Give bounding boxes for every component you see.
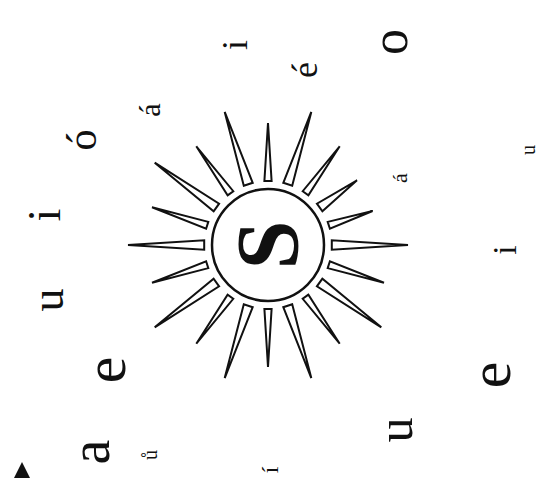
sun-ray <box>152 207 208 228</box>
vowel-letter: u <box>370 418 420 443</box>
vowel-letter: í <box>258 467 282 474</box>
sun-ray <box>317 180 357 211</box>
sun-ray <box>225 112 253 186</box>
vowel-letter: é <box>287 62 323 78</box>
vowel-letter: á <box>135 103 165 116</box>
vowel-letter: i <box>217 40 253 50</box>
vowel-letter: i <box>488 245 522 254</box>
center-letter: S <box>224 221 312 270</box>
vowel-letter: u <box>25 289 71 312</box>
sun-ray <box>196 146 233 195</box>
sun-ray <box>283 304 311 378</box>
sun-ray <box>328 261 384 282</box>
vowel-letter: e <box>75 357 135 384</box>
sun-ray <box>283 112 311 186</box>
sun-ray <box>328 211 373 229</box>
vowel-letter: a <box>62 440 118 465</box>
sun-ray <box>264 309 271 367</box>
vowel-letter: á <box>389 173 411 183</box>
vowel-letter: i <box>22 209 68 222</box>
center-circle: S <box>210 187 326 303</box>
sun-ray <box>303 295 340 344</box>
sun-ray <box>264 123 271 181</box>
sun-ray <box>128 240 204 249</box>
sun-ray <box>152 261 208 282</box>
circle-shape <box>212 189 324 301</box>
sun-ray <box>303 146 340 195</box>
sun-ray <box>155 163 219 212</box>
triangle-marker <box>14 462 30 478</box>
sun-ray <box>155 279 219 328</box>
vowel-letter: u <box>518 145 538 155</box>
vowel-letter: ů <box>140 450 160 460</box>
sun-ray <box>317 279 381 328</box>
sun-ray <box>332 240 408 249</box>
vowel-letter: e <box>460 362 520 389</box>
vowel-letter: o <box>364 29 416 55</box>
vowel-letter: ó <box>61 130 103 151</box>
sun-ray <box>225 304 253 378</box>
sun-ray <box>196 295 233 344</box>
